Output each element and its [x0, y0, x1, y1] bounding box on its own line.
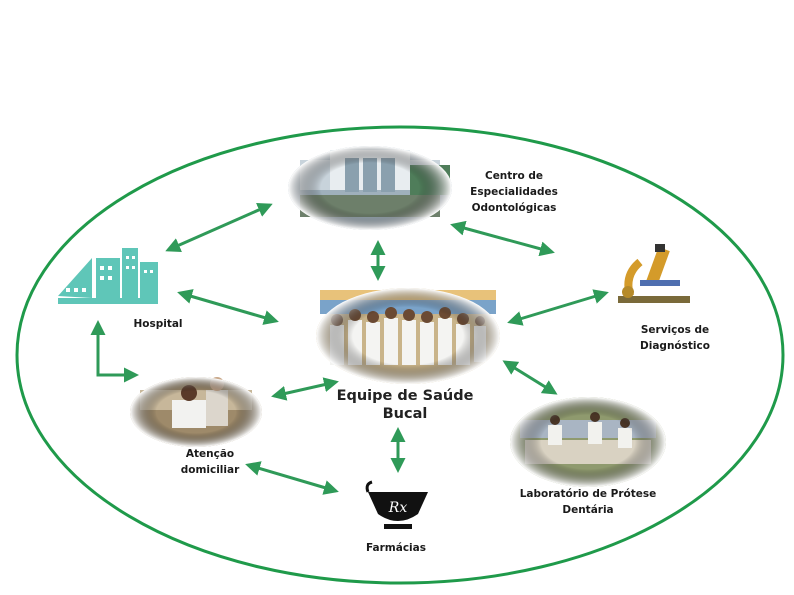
diagnostico-label: Serviços de Diagnóstico [640, 324, 710, 352]
home-care-photo [130, 377, 262, 447]
arrow-ceo-diagnostico [450, 220, 555, 257]
laboratorio-label: Laboratório de Prótese Dentária [519, 488, 657, 516]
microscope-icon [618, 244, 690, 303]
arrow-hospital-center [177, 289, 279, 325]
connection-arrows [90, 202, 609, 495]
farmacias-label: Farmácias [365, 542, 426, 554]
arrow-center-diagnostico [507, 289, 609, 326]
svg-text:Rx: Rx [388, 500, 408, 516]
hospital-label: Hospital [133, 318, 183, 330]
ceo-label: Centro de Especialidades Odontológicas [470, 170, 558, 214]
team-photo [316, 288, 500, 384]
arrow-center-laboratorio [502, 360, 558, 395]
arrow-center-atencao [271, 377, 339, 401]
pharmacy-mortar-icon: Rx [365, 480, 428, 529]
lab-photo [510, 397, 666, 487]
atencao-label: Atenção domiciliar [180, 448, 240, 476]
hospital-icon [58, 248, 158, 304]
arrow-hospital-atencao [90, 320, 139, 383]
arrow-atencao-farmacias [245, 461, 339, 495]
center-label: Equipe de Saúde Bucal [336, 388, 474, 422]
arrow-ceo-hospital [165, 202, 273, 253]
ceo-building-photo [288, 146, 452, 230]
boundary-ellipse [15, 125, 785, 585]
